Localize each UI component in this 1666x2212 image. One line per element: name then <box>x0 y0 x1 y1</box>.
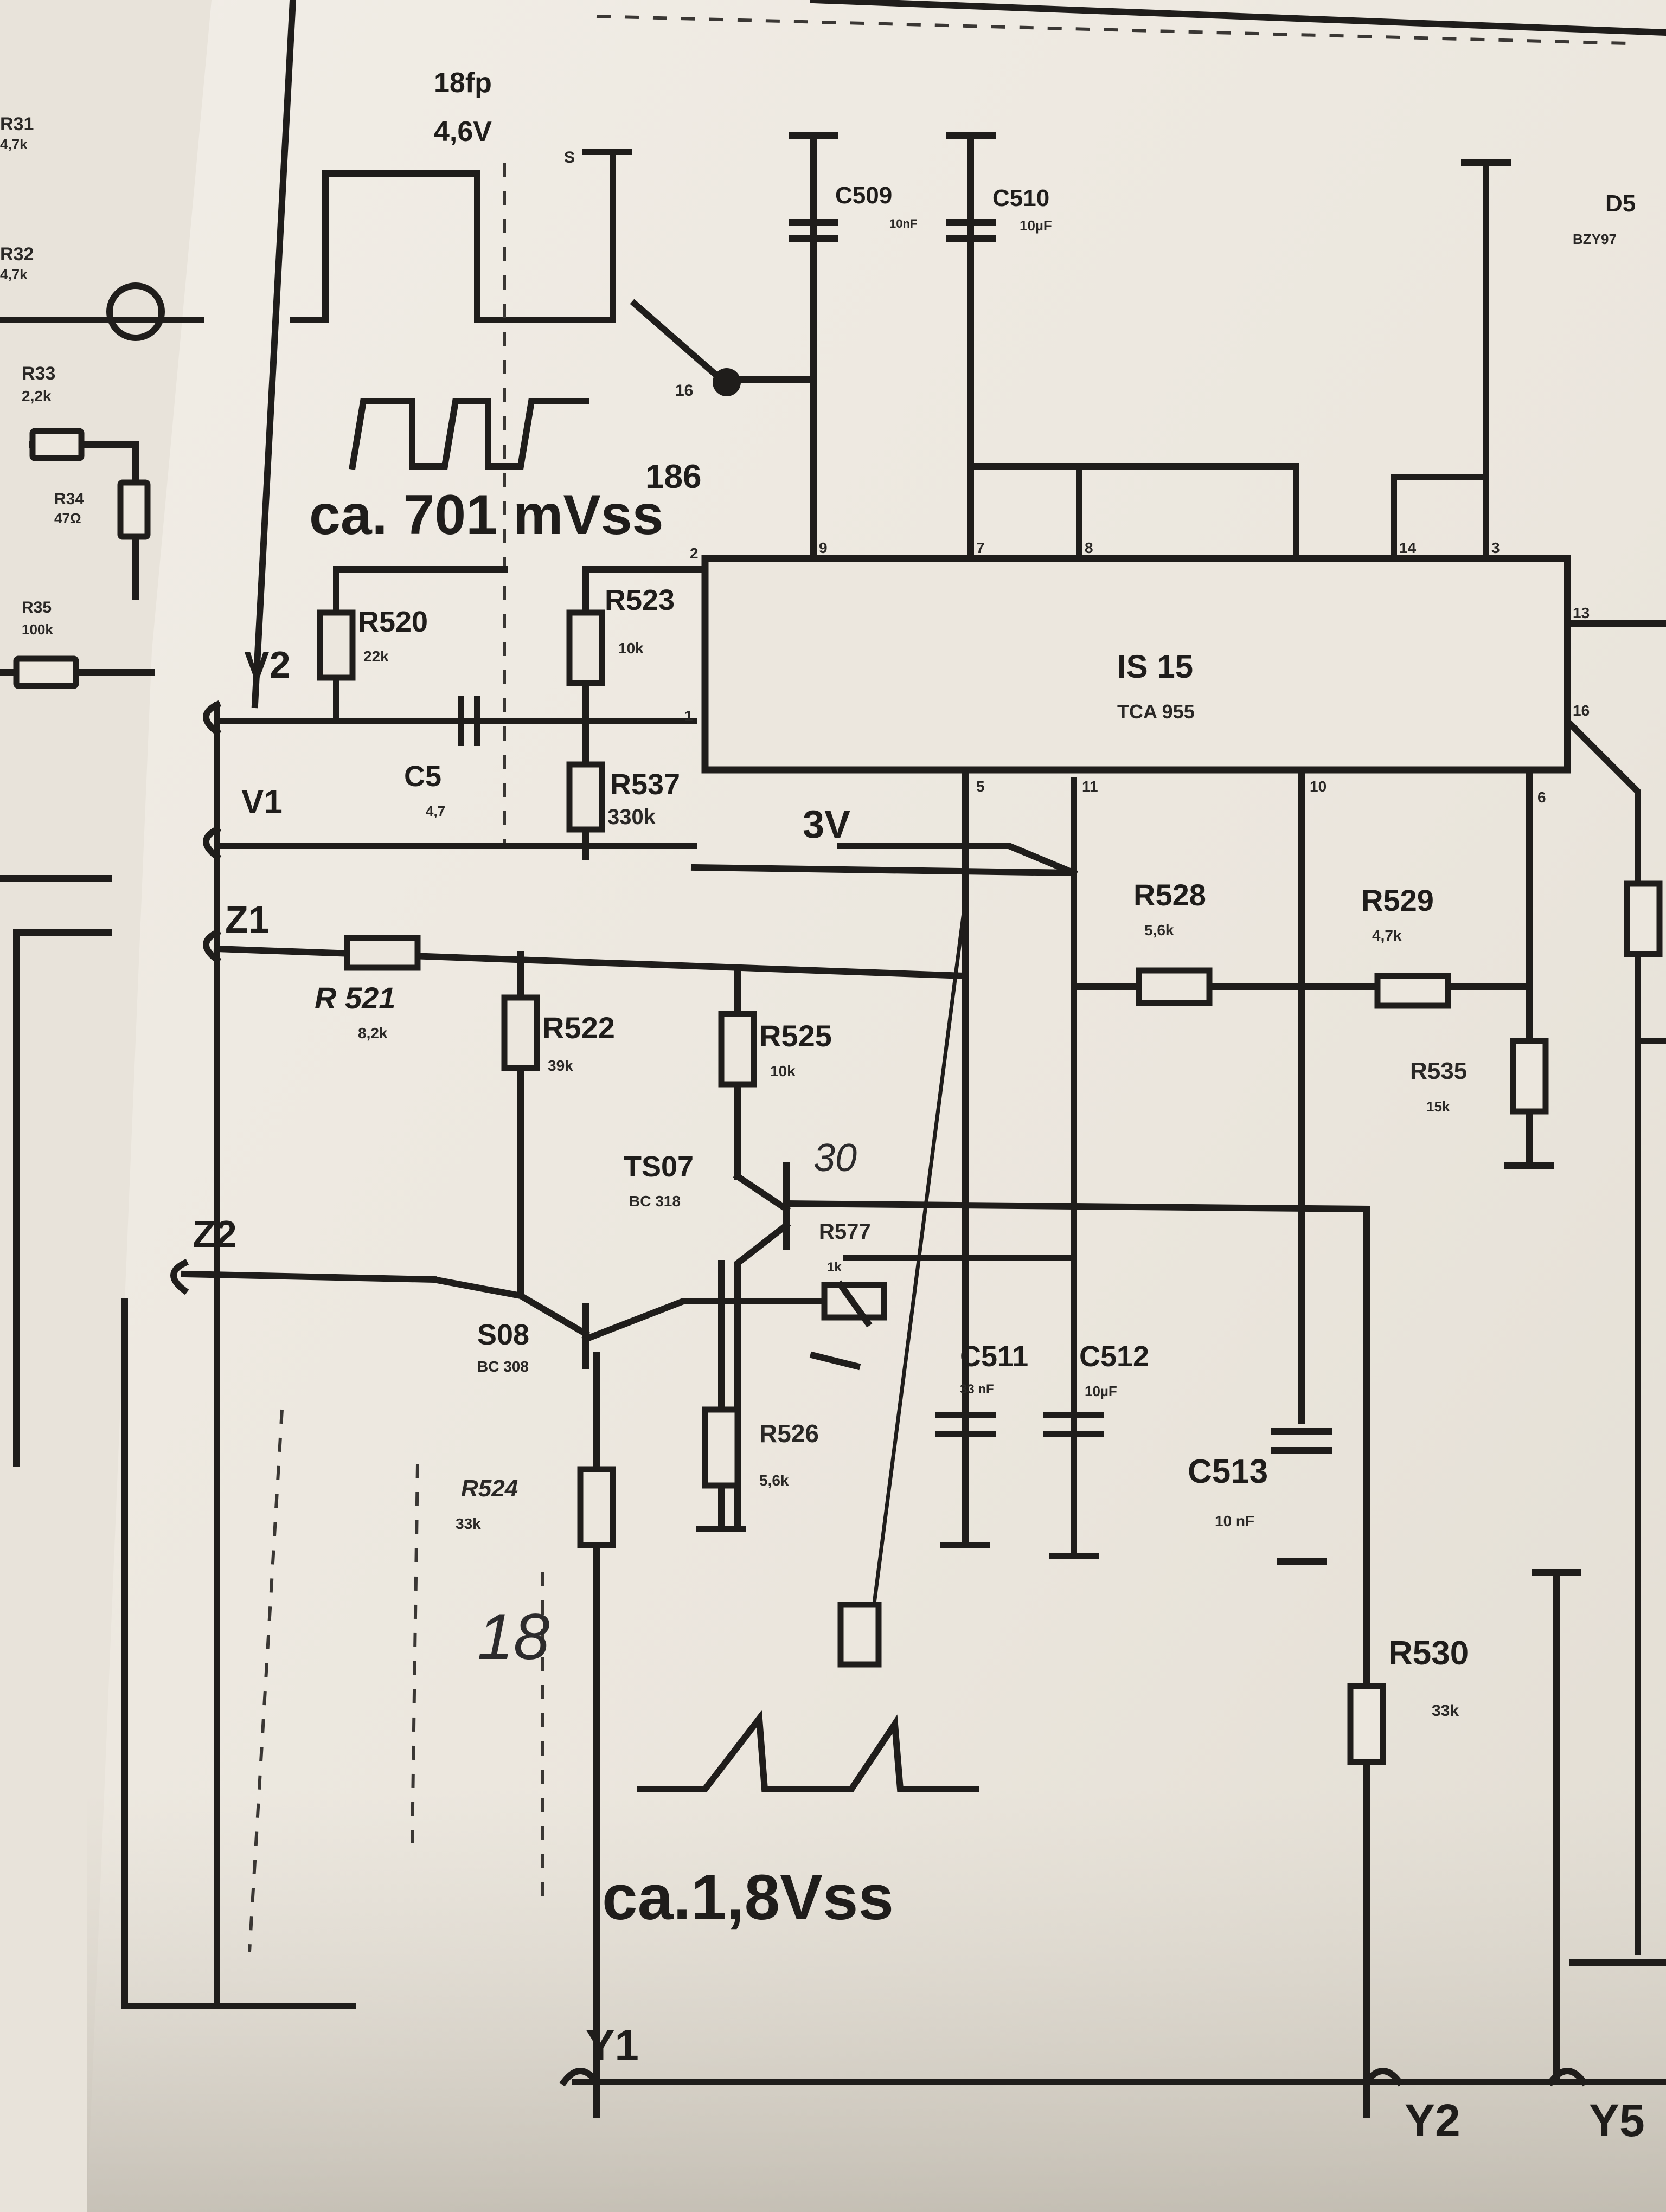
pin16-label: 16 <box>675 382 693 400</box>
ic-pin-9: 9 <box>819 539 828 556</box>
c5-value: 4,7 <box>426 803 445 819</box>
d5-type: BZY97 <box>1573 231 1617 247</box>
r523-value: 10k <box>618 640 644 657</box>
r524-ref: R524 <box>461 1475 518 1502</box>
node-186: 186 <box>645 458 701 496</box>
r522-ref: R522 <box>542 1011 615 1045</box>
ic-name: IS 15 <box>1117 648 1193 685</box>
ic-pin-5: 5 <box>976 778 985 795</box>
ic-pin-6: 6 <box>1537 789 1546 806</box>
left-label-4: R33 <box>22 363 55 384</box>
left-label-1: 4,7k <box>0 136 28 152</box>
handwritten-18: 18 <box>477 1600 550 1673</box>
left-label-7: 47Ω <box>54 510 81 526</box>
c513-ref: C513 <box>1188 1453 1268 1490</box>
r529-ref: R529 <box>1361 883 1434 917</box>
sawtooth-waveform <box>637 1709 979 1792</box>
left-label-5: 2,2k <box>22 388 52 404</box>
capacitor-plates <box>458 219 1332 1454</box>
left-partial-circuit <box>0 282 204 1467</box>
ic-pin-16: 16 <box>1573 702 1590 719</box>
r526-value: 5,6k <box>759 1472 789 1489</box>
r535-ref: R535 <box>1410 1058 1467 1084</box>
r521-ref: R 521 <box>315 981 395 1015</box>
r520-value: 22k <box>363 648 389 665</box>
c512-value: 10µF <box>1085 1383 1117 1399</box>
pin16-node <box>713 368 741 396</box>
left-label-6: R34 <box>54 490 84 508</box>
ic-pin-7: 7 <box>976 539 985 556</box>
terminal-y1: Y1 <box>586 2021 639 2069</box>
r535-value: 15k <box>1426 1098 1450 1115</box>
c511-ref: C511 <box>960 1340 1028 1373</box>
left-label-3: 4,7k <box>0 266 28 282</box>
r524-value: 33k <box>456 1515 481 1532</box>
r523-ref: R523 <box>605 584 675 616</box>
waveform-amplitude: 4,6V <box>434 116 492 147</box>
ic-pin-11: 11 <box>1082 778 1098 795</box>
c509-value: 10nF <box>889 217 917 230</box>
front-sheet <box>87 0 1666 2212</box>
ic-pin-13: 13 <box>1573 605 1590 621</box>
s08-type: BC 308 <box>477 1358 529 1375</box>
c509-ref: C509 <box>835 182 892 209</box>
r525-ref: R525 <box>759 1019 832 1053</box>
terminal-v2: V2 <box>244 644 291 686</box>
r529-value: 4,7k <box>1372 927 1402 944</box>
terminal-y2: Y2 <box>1405 2095 1460 2146</box>
left-label-9: 100k <box>22 621 53 638</box>
terminal-y5: Y5 <box>1589 2095 1645 2146</box>
ts07-ref: TS07 <box>624 1150 694 1183</box>
r525-value: 10k <box>770 1063 796 1079</box>
bottom-shadow <box>87 1789 1666 2212</box>
resistor-bodies <box>317 609 1663 1765</box>
r530-value: 33k <box>1432 1702 1459 1720</box>
top-amplitude-note: ca. 701 mVss <box>309 484 663 546</box>
ts07-type: BC 318 <box>629 1193 681 1210</box>
r526-ref: R526 <box>759 1419 819 1448</box>
r577-value: 1k <box>827 1260 842 1275</box>
r577-ref: R577 <box>819 1220 871 1244</box>
ic-pin-8: 8 <box>1085 539 1093 556</box>
d5-ref: D5 <box>1605 190 1636 217</box>
c513-value: 10 nF <box>1215 1513 1254 1529</box>
ic-pin-3: 3 <box>1491 539 1500 556</box>
ic-pin-2: 2 <box>690 545 699 562</box>
c512-ref: C512 <box>1079 1340 1149 1373</box>
c510-value: 10µF <box>1020 217 1052 234</box>
s08-ref: S08 <box>477 1319 529 1351</box>
c510-ref: C510 <box>992 185 1049 211</box>
terminal-z1: Z1 <box>225 898 270 941</box>
left-label-0: R31 <box>0 114 34 134</box>
r537-ref: R537 <box>610 768 680 801</box>
r528-ref: R528 <box>1133 878 1206 912</box>
r530-ref: R530 <box>1388 1635 1469 1672</box>
ic-pin-1: 1 <box>684 708 693 724</box>
c511-value: 33 nF <box>960 1382 994 1397</box>
ic-is15 <box>701 555 1571 774</box>
waveform-frequency: 18fp <box>434 67 492 99</box>
terminal-v1: V1 <box>241 783 283 821</box>
r521-value: 8,2k <box>358 1025 388 1041</box>
terminal-bumps <box>170 700 1588 2087</box>
ic-pin-14: 14 <box>1399 539 1417 556</box>
terminal-z2: Z2 <box>193 1213 237 1255</box>
ic-type: TCA 955 <box>1117 700 1195 723</box>
r520-ref: R520 <box>358 606 428 638</box>
left-label-8: R35 <box>22 599 52 616</box>
switch-label: S <box>564 149 575 166</box>
bottom-amplitude-note: ca.1,8Vss <box>602 1862 894 1933</box>
voltage-3v: 3V <box>803 803 850 846</box>
left-label-2: R32 <box>0 244 34 265</box>
ic-pin-10: 10 <box>1310 778 1327 795</box>
ts07-note: 30 <box>813 1136 857 1180</box>
r522-value: 39k <box>548 1057 573 1074</box>
r528-value: 5,6k <box>1144 922 1174 938</box>
r537-value: 330k <box>607 805 656 829</box>
c5-ref: C5 <box>404 760 441 793</box>
